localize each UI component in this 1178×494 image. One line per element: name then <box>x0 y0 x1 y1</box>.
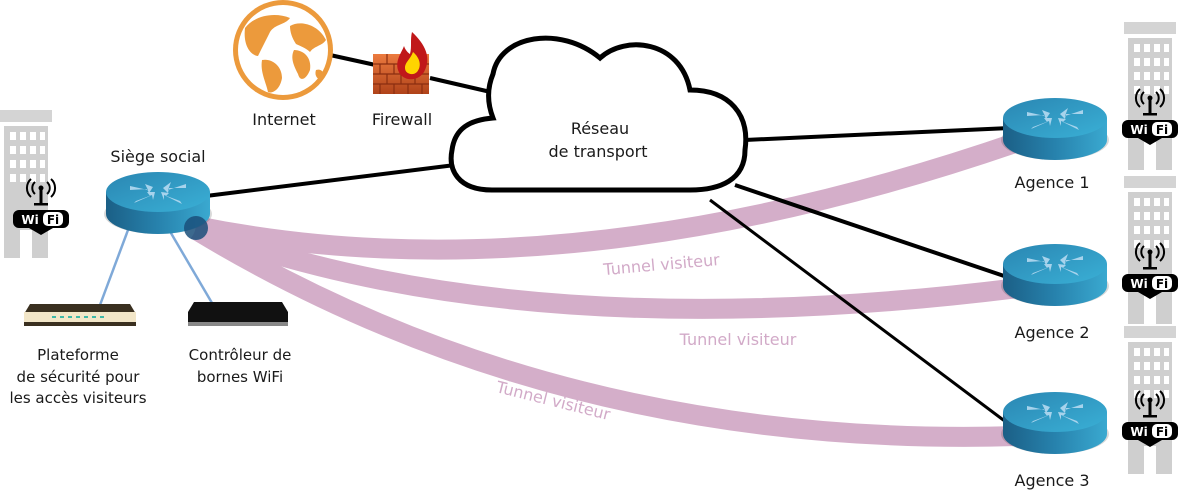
firewall-label: Firewall <box>372 110 432 129</box>
wifi-wi-label: Wi <box>1130 425 1147 439</box>
agence1-router-icon <box>1001 98 1109 160</box>
wifi-controller-icon <box>188 302 288 326</box>
agence1-label: Agence 1 <box>1015 173 1090 192</box>
internet-globe-icon <box>233 0 333 100</box>
link-hq-platform <box>98 229 130 306</box>
wifi-wi-label: Wi <box>21 213 38 227</box>
link-cloud-agence1 <box>744 126 1011 142</box>
wifi-fi-label: Fi <box>1156 277 1168 291</box>
wifi-icon: Wi Fi <box>1121 242 1178 300</box>
link-firewall-cloud <box>429 76 496 95</box>
platform-label-line2: de sécurité pour <box>17 368 141 386</box>
security-platform-icon <box>24 304 136 326</box>
tunnel-agence3 <box>190 221 1019 447</box>
agence3-router-icon <box>1001 392 1109 454</box>
link-cloud-agence2 <box>734 183 1011 280</box>
tunnel-label-2: Tunnel visiteur <box>679 330 797 349</box>
internet-label: Internet <box>252 110 316 129</box>
platform-label-line3: les accès visiteurs <box>9 389 146 407</box>
wifi-icon: Wi Fi <box>1121 390 1178 448</box>
wifi-wi-label: Wi <box>1130 123 1147 137</box>
link-hq-controller <box>166 227 214 304</box>
hq-label: Siège social <box>110 147 205 166</box>
wifi-fi-label: Fi <box>1156 425 1168 439</box>
tunnel-label-1: Tunnel visiteur <box>602 250 721 279</box>
wifi-wi-label: Wi <box>1130 277 1147 291</box>
firewall-icon <box>373 32 429 94</box>
tunnel-agence2 <box>192 218 1020 319</box>
controller-label-line2: bornes WiFi <box>197 368 283 386</box>
wifi-icon: Wi Fi <box>12 178 70 236</box>
agence3-label: Agence 3 <box>1015 471 1090 490</box>
transport-cloud <box>448 35 749 193</box>
agence2-router-icon <box>1001 244 1109 306</box>
cloud-label-line2: de transport <box>548 142 647 161</box>
agence1-building: Wi Fi <box>1121 22 1178 170</box>
wifi-icon: Wi Fi <box>1121 88 1178 146</box>
link-cloud-agence3 <box>709 198 1011 427</box>
wifi-fi-label: Fi <box>1156 123 1168 137</box>
cloud-label-line1: Réseau <box>571 119 629 138</box>
tunnel-agence1 <box>194 132 1022 260</box>
agence2-building: Wi Fi <box>1121 176 1178 324</box>
agence3-building: Wi Fi <box>1121 326 1178 474</box>
controller-label-line1: Contrôleur de <box>189 346 292 364</box>
wifi-fi-label: Fi <box>47 213 59 227</box>
agence2-label: Agence 2 <box>1015 323 1090 342</box>
link-internet-firewall <box>329 53 381 68</box>
hq-building: Wi Fi <box>0 110 70 258</box>
hq-tunnel-port <box>184 216 208 240</box>
link-hq-cloud <box>205 163 456 198</box>
platform-label-line1: Plateforme <box>37 346 119 364</box>
